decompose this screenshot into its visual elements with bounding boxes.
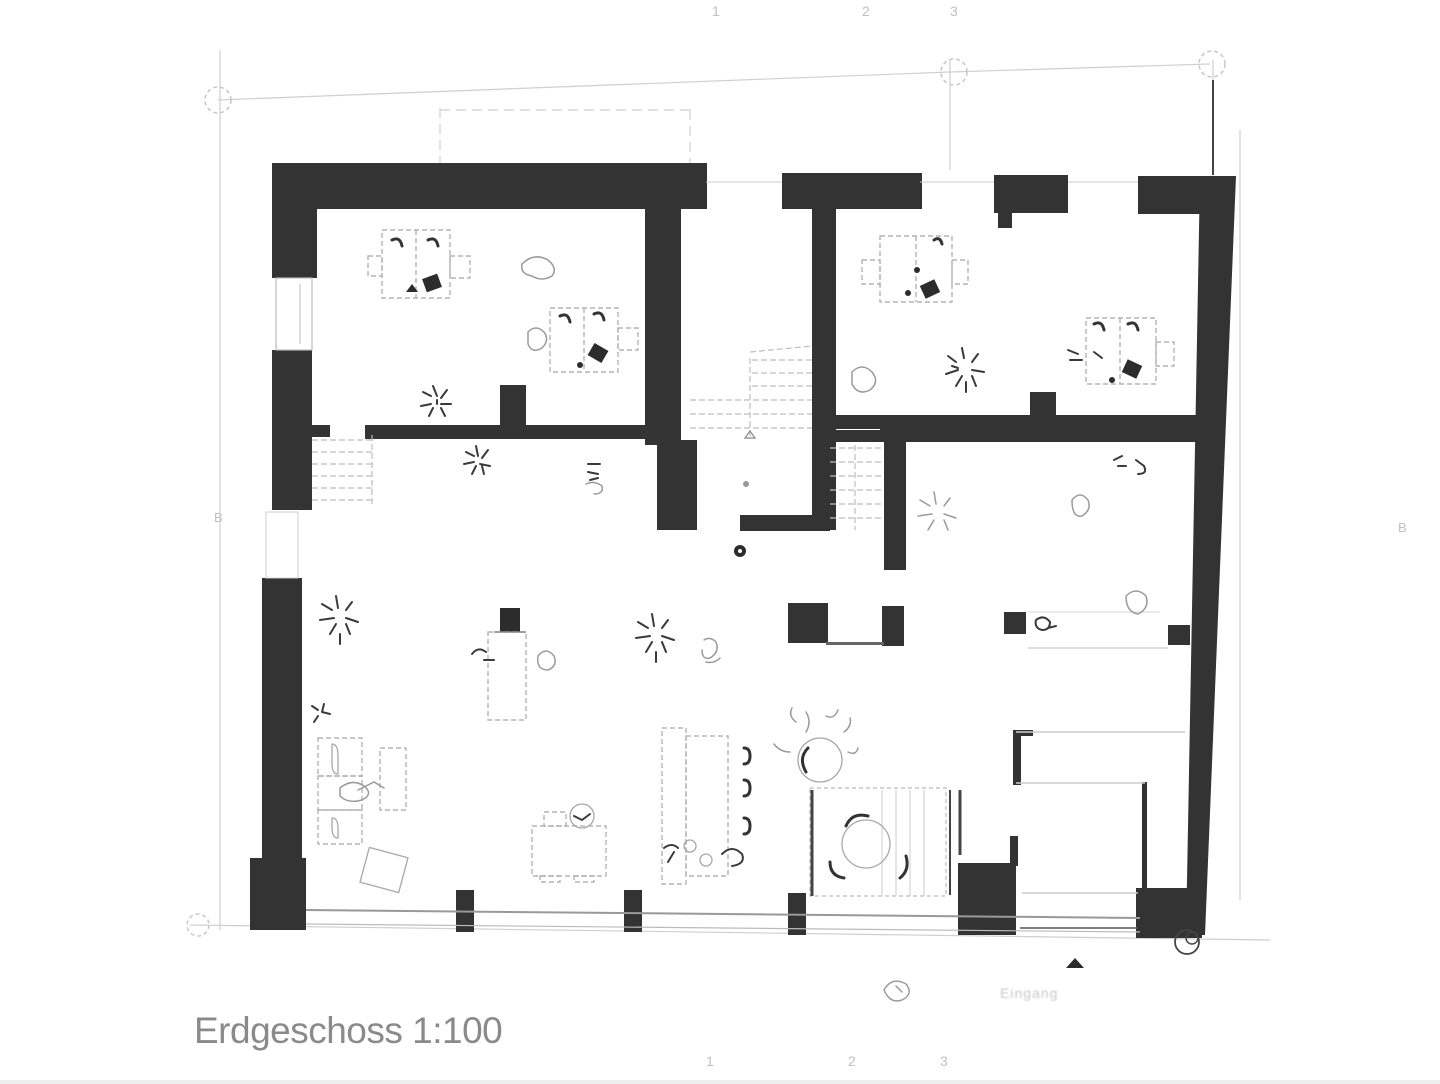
office-northeast	[851, 235, 1175, 393]
walls	[250, 163, 1236, 938]
plant-icon	[420, 385, 452, 417]
round-table	[809, 787, 947, 897]
plant-icon	[311, 703, 331, 723]
plant-icon	[319, 595, 359, 645]
plant-icon	[773, 707, 859, 783]
stair-east	[830, 445, 882, 530]
desk-group	[1067, 317, 1175, 385]
north-arrow-icon	[883, 980, 910, 1002]
desk-group	[367, 229, 471, 299]
axis-marker-icon	[1198, 50, 1226, 78]
svg-text:1: 1	[712, 3, 720, 19]
axis-grid	[186, 50, 1271, 941]
plant-icon	[463, 445, 491, 475]
svg-text:3: 3	[940, 1053, 948, 1069]
office-northwest	[367, 229, 639, 417]
lounge-chair-icon	[851, 366, 877, 393]
side-room-east	[1034, 455, 1148, 632]
entrance-arrow-icon	[1066, 958, 1084, 968]
facade-lines	[265, 181, 1200, 955]
bench-counter	[661, 727, 752, 885]
svg-text:B: B	[1398, 520, 1407, 535]
stair-west	[312, 435, 373, 505]
dining-table	[531, 803, 607, 883]
svg-text:3: 3	[950, 3, 958, 19]
svg-text:B: B	[214, 510, 223, 525]
svg-text:2: 2	[848, 1053, 856, 1069]
plant-icon	[945, 347, 985, 393]
armchair	[359, 846, 409, 894]
svg-text:2: 2	[862, 3, 870, 19]
stairs	[312, 345, 882, 530]
lounge-chair-icon	[520, 256, 555, 280]
axis-marker-icon	[186, 913, 210, 937]
stair-central	[690, 345, 813, 487]
axis-marker-icon	[204, 86, 232, 114]
axis-marker-icon	[940, 58, 968, 86]
sofa-group	[317, 737, 407, 845]
desk-group	[527, 307, 639, 373]
plant-icon	[585, 463, 604, 495]
plant-icon	[635, 613, 675, 663]
entrance-label: Eingang	[1000, 985, 1059, 1001]
svg-text:1: 1	[706, 1053, 714, 1069]
open-space-main	[311, 445, 957, 897]
page-edge	[0, 1080, 1440, 1084]
plan-title: Erdgeschoss 1:100	[194, 1010, 503, 1051]
desk-group	[861, 235, 969, 303]
section-markers: 1 2 3 1 2 3 B B	[214, 3, 1407, 1069]
plant-icon	[917, 491, 957, 531]
